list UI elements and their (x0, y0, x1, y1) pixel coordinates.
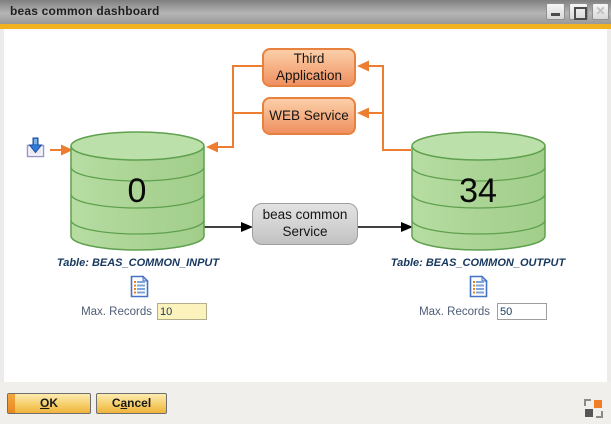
maximize-button[interactable] (569, 3, 588, 20)
cancel-button[interactable]: Cancel (96, 393, 167, 414)
input-database-cylinder (70, 131, 205, 251)
node-third-application: Third Application (262, 48, 356, 87)
close-icon: ✕ (595, 4, 606, 18)
close-button[interactable]: ✕ (592, 3, 609, 20)
black-arrowheads (241, 222, 413, 232)
node-beas-common-service: beas common Service (252, 203, 358, 245)
window-title: beas common dashboard (10, 4, 160, 18)
minimize-button[interactable] (546, 3, 565, 20)
output-table-caption: Table: BEAS_COMMON_OUTPUT (390, 257, 566, 269)
input-max-records-field[interactable] (157, 303, 207, 320)
input-max-records-label: Max. Records (81, 306, 152, 318)
import-record-icon[interactable] (24, 136, 47, 159)
accent-bar (0, 24, 611, 29)
input-table-document-icon[interactable] (130, 275, 149, 298)
node-beas-common-service-label: beas common Service (262, 207, 348, 239)
footer-bar: OK Cancel (0, 382, 611, 424)
orange-arrowheads (61, 60, 369, 156)
node-web-service-label: WEB Service (269, 107, 349, 123)
titlebar[interactable]: beas common dashboard ✕ (0, 0, 611, 25)
output-max-records-field[interactable] (497, 303, 547, 320)
output-record-count: 34 (459, 172, 497, 210)
node-web-service: WEB Service (262, 97, 356, 135)
output-max-records-label: Max. Records (419, 306, 490, 318)
ok-button-accent-stripe (8, 394, 15, 413)
minimize-icon (547, 4, 564, 19)
maximize-icon (570, 4, 587, 20)
resize-grip-icon[interactable] (584, 399, 603, 418)
ok-button[interactable]: OK (7, 393, 91, 414)
input-table-caption: Table: BEAS_COMMON_INPUT (56, 257, 220, 269)
orange-connectors (50, 65, 411, 151)
input-record-count: 0 (127, 172, 147, 210)
node-third-application-label: Third Application (275, 50, 343, 83)
output-table-document-icon[interactable] (469, 275, 488, 298)
output-database-cylinder (411, 131, 546, 251)
